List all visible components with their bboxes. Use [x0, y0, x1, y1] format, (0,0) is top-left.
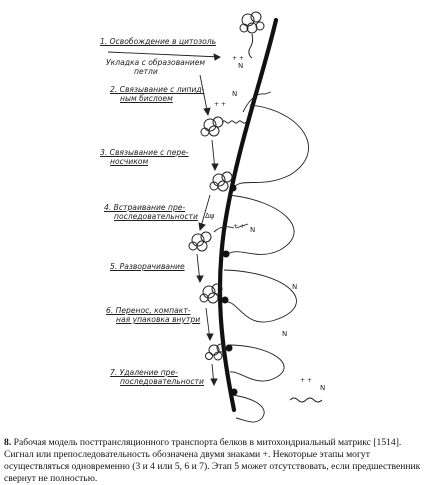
step-arrows: [107, 51, 221, 387]
step-6-line-2: ная упаковка внутри: [116, 315, 201, 324]
step-1-label: 1. Освобождение в цитозоль: [100, 37, 216, 46]
step-3-line-1: 3. Связывание с пере-: [100, 148, 189, 157]
strand-tips: [235, 91, 272, 229]
protein-blob-2: [200, 116, 247, 137]
step-2-line-2: ным бислоем: [120, 94, 173, 103]
step-2-label: 2. Связывание с липид- ным бислоем: [110, 85, 204, 103]
step-6-line-1: 6. Перенос, компакт-: [106, 306, 191, 315]
figure-number: 8.: [4, 437, 12, 448]
protein-blob-6: [199, 283, 223, 304]
step-4-line-2: последовательности: [114, 212, 198, 221]
step-5-line-1: 5. Разворачивание: [110, 262, 185, 271]
presequence-plus-3: + +: [233, 223, 245, 230]
step-7-label: 7. Удаление пре- последовательности: [110, 368, 204, 386]
step-3-line-2: носчиком: [110, 157, 149, 166]
figure-caption: 8. Рабочая модель посттрансляционного тр…: [4, 437, 424, 485]
cleaved-presequence: [289, 397, 323, 403]
polypeptide-loops: [213, 93, 309, 423]
transport-diagram: 1. Освобождение в цитозоль Укладка с обр…: [100, 11, 326, 423]
protein-blob-1: [239, 11, 265, 59]
membrane-potential-label: Δψ: [205, 212, 215, 220]
step-5-label: 5. Разворачивание: [110, 262, 185, 271]
n-terminus-label-6: N: [320, 384, 326, 392]
step-6-label: 6. Перенос, компакт- ная упаковка внутри: [106, 306, 200, 324]
n-terminus-label-5: N: [282, 330, 288, 338]
diagram-artwork: [107, 11, 323, 423]
step-3-label: 3. Связывание с пере- носчиком: [100, 148, 189, 166]
figure-caption-text: Рабочая модель посттрансляционного транс…: [4, 437, 421, 484]
step-1-line-2: Укладка с образованием: [106, 58, 206, 67]
presequence-plus-1: + +: [232, 55, 244, 62]
step-7-line-2: последовательности: [120, 377, 204, 386]
presequence-plus-2: + +: [214, 101, 226, 108]
step-2-line-1: 2. Связывание с липид-: [110, 85, 205, 94]
n-terminus-label-1: N: [238, 62, 244, 70]
step-4-label: 4. Встраивание пре- последовательности: [104, 203, 198, 221]
step-4-line-1: 4. Встраивание пре-: [104, 203, 186, 212]
mitochondrial-membrane: [217, 17, 279, 413]
coil-segment: [221, 120, 247, 124]
step-7-line-1: 7. Удаление пре-: [110, 368, 178, 377]
presequence-plus-4: + +: [300, 377, 312, 384]
protein-blob-4: [188, 231, 212, 252]
membrane-contacts: [221, 184, 238, 396]
protein-blob-3: [209, 171, 233, 192]
step-1-line-1: 1. Освобождение в цитозоль: [100, 37, 217, 46]
protein-blob-7: [205, 343, 226, 361]
n-terminus-label-2: N: [232, 90, 238, 98]
step-1-fold-label: Укладка с образованием петли: [106, 58, 205, 76]
n-terminus-label-4: N: [292, 283, 298, 291]
n-terminus-label-3: N: [250, 226, 256, 234]
step-1-line-3: петли: [134, 67, 158, 76]
